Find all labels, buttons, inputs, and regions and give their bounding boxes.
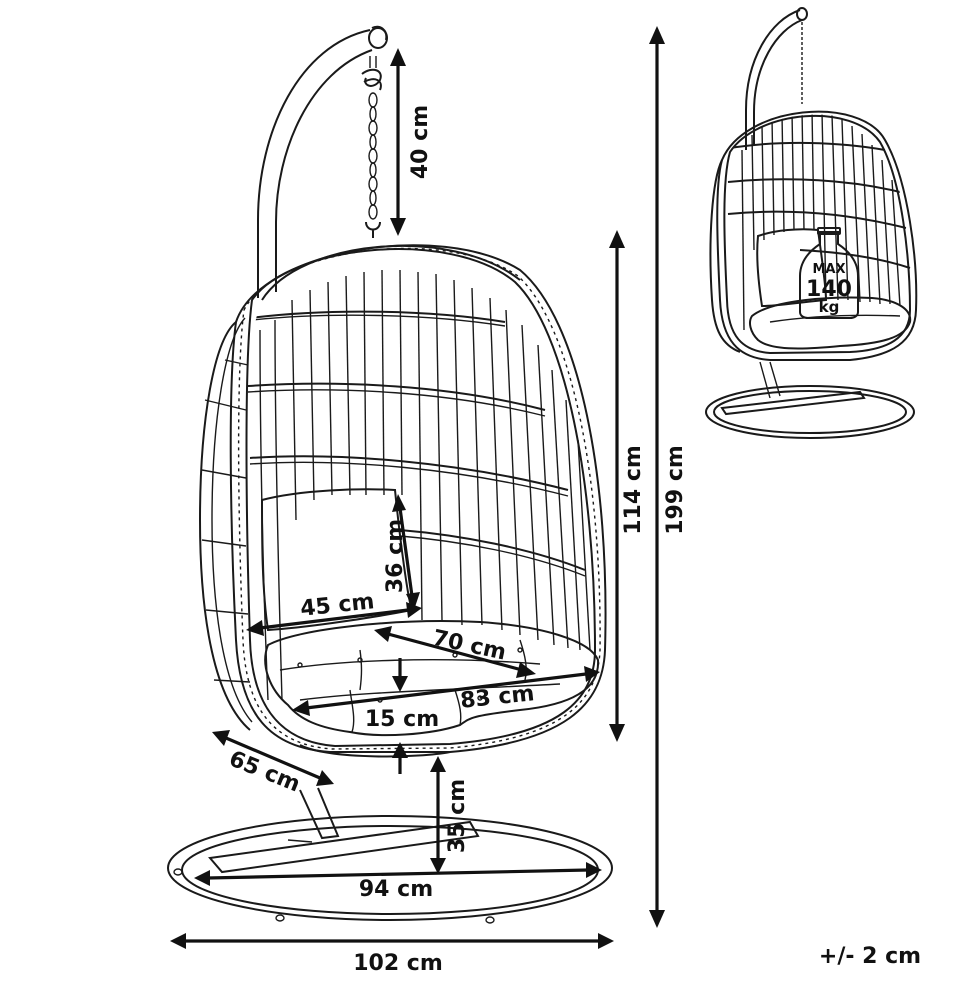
stand-arch bbox=[257, 25, 388, 298]
chain bbox=[361, 56, 382, 238]
dimension-arrows bbox=[170, 26, 665, 949]
tolerance-note: +/- 2 cm bbox=[819, 944, 921, 969]
dim-seat-height: 35 cm bbox=[445, 779, 470, 853]
seat-cushion bbox=[264, 620, 600, 737]
main-chair bbox=[167, 25, 613, 924]
dim-cushion-height: 36 cm bbox=[383, 519, 408, 593]
weight-badge: MAX 140 kg bbox=[799, 227, 859, 319]
dim-total-height: 199 cm bbox=[663, 445, 688, 535]
dim-cushion-width: 45 cm bbox=[299, 589, 375, 622]
dim-cushion-thickness: 15 cm bbox=[365, 707, 439, 732]
small-chair: MAX 140 kg bbox=[705, 7, 918, 439]
dim-base-inner: 94 cm bbox=[359, 877, 433, 902]
dim-chair-height: 114 cm bbox=[621, 445, 646, 535]
egg-wicker bbox=[247, 269, 591, 701]
dim-chain-length: 40 cm bbox=[408, 105, 433, 179]
weight-badge-unit: kg bbox=[819, 298, 840, 316]
base-bars bbox=[208, 787, 480, 874]
weight-badge-value: 140 bbox=[806, 277, 852, 302]
dim-base-outer: 102 cm bbox=[353, 951, 443, 976]
weight-badge-label: MAX bbox=[812, 262, 845, 277]
egg-shell bbox=[198, 244, 607, 753]
